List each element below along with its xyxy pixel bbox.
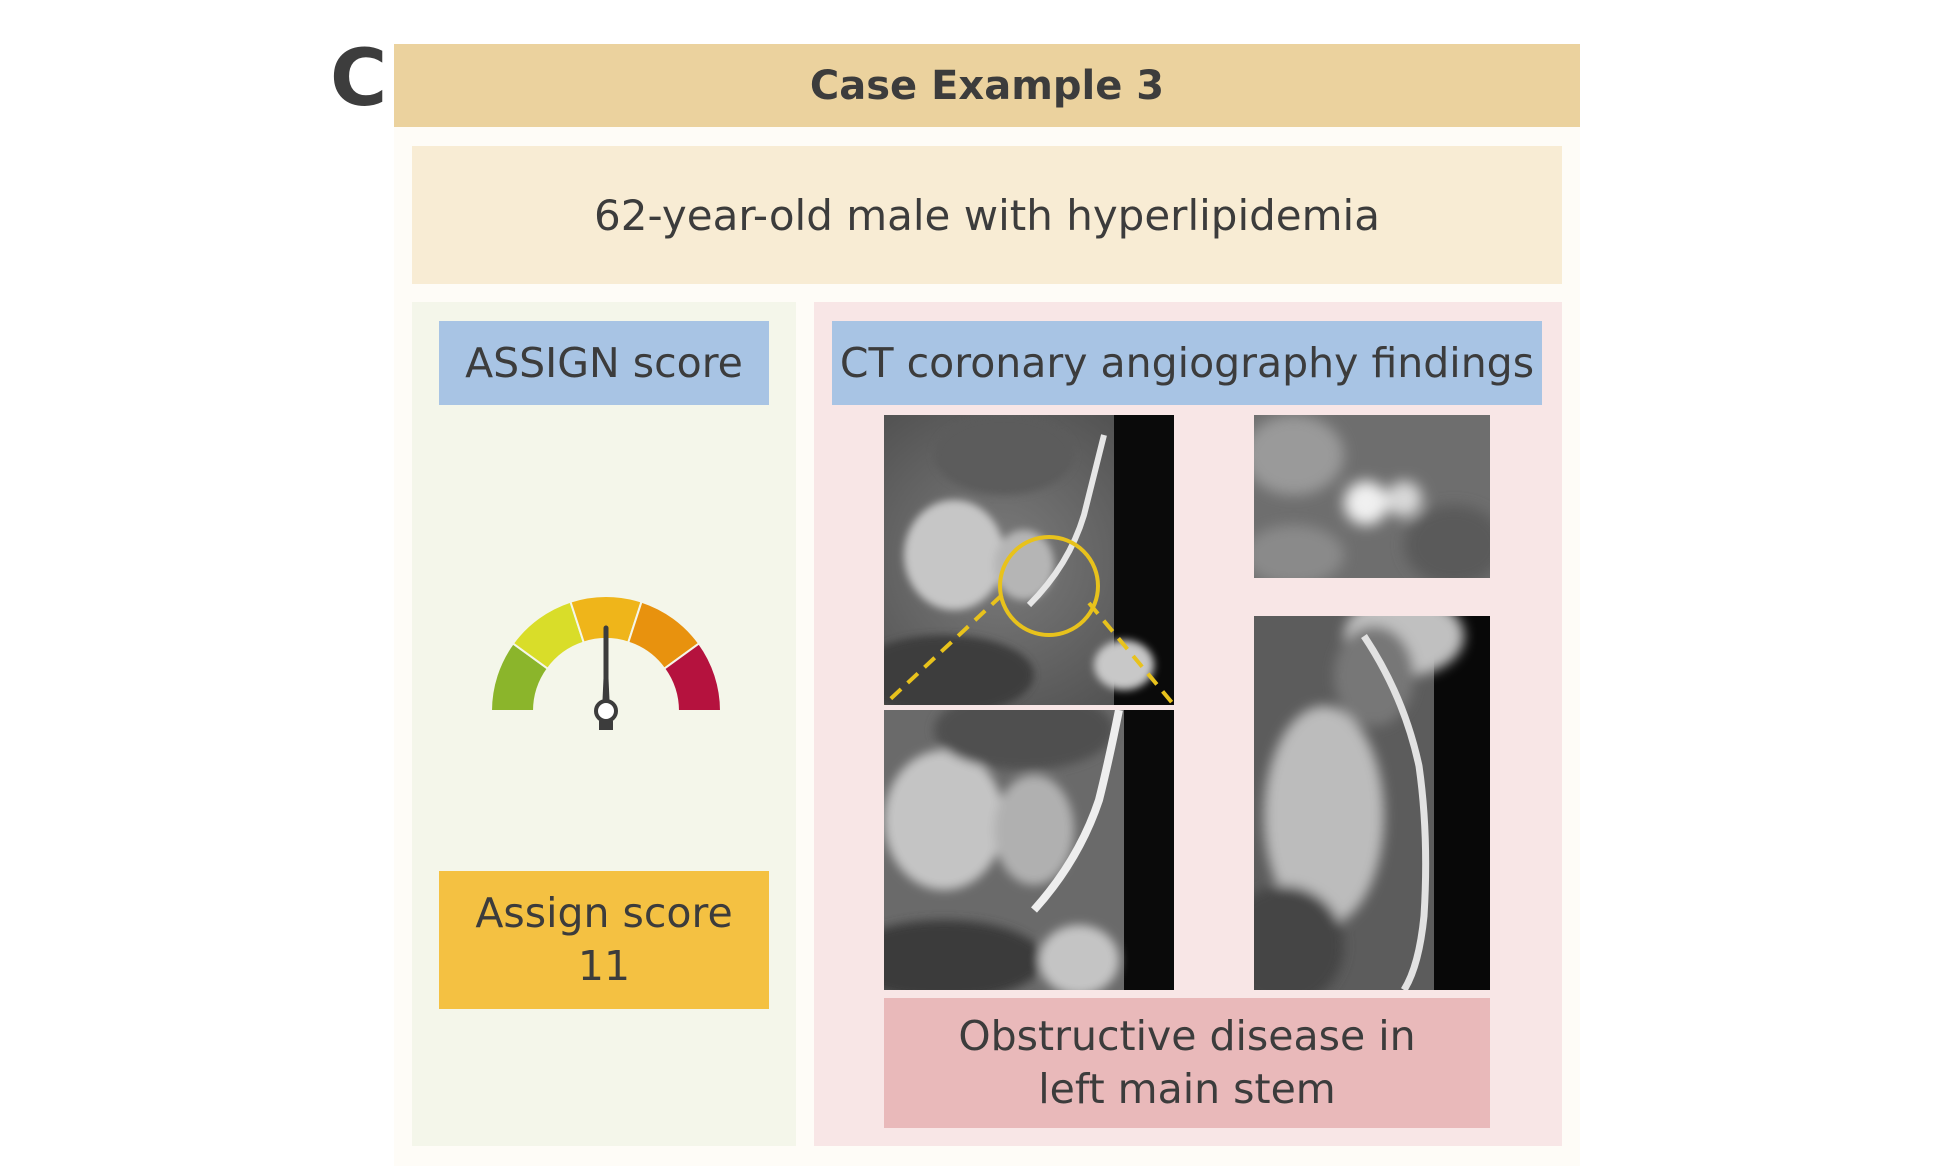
ct-curved-reformat-image xyxy=(1254,616,1490,990)
ct-zoomed-image xyxy=(884,710,1174,990)
panel-letter: C xyxy=(330,34,388,124)
gauge-segment xyxy=(662,642,723,712)
assign-score-result: Assign score 11 xyxy=(439,871,769,1009)
score-value: 11 xyxy=(577,942,631,990)
finding-line-2: left main stem xyxy=(1038,1065,1336,1113)
patient-description: 62-year-old male with hyperlipidemia xyxy=(412,146,1562,284)
ct-findings-header: CT coronary angiography findings xyxy=(832,321,1542,405)
finding-line-1: Obstructive disease in xyxy=(958,1011,1416,1060)
assign-score-header: ASSIGN score xyxy=(439,321,769,405)
case-title: Case Example 3 xyxy=(394,44,1580,127)
score-label: Assign score xyxy=(475,888,733,937)
risk-gauge-icon xyxy=(486,586,726,740)
ct-finding-result: Obstructive disease in left main stem xyxy=(884,998,1490,1128)
ct-cross-section-image xyxy=(1254,415,1490,578)
ct-axial-image xyxy=(884,415,1174,705)
